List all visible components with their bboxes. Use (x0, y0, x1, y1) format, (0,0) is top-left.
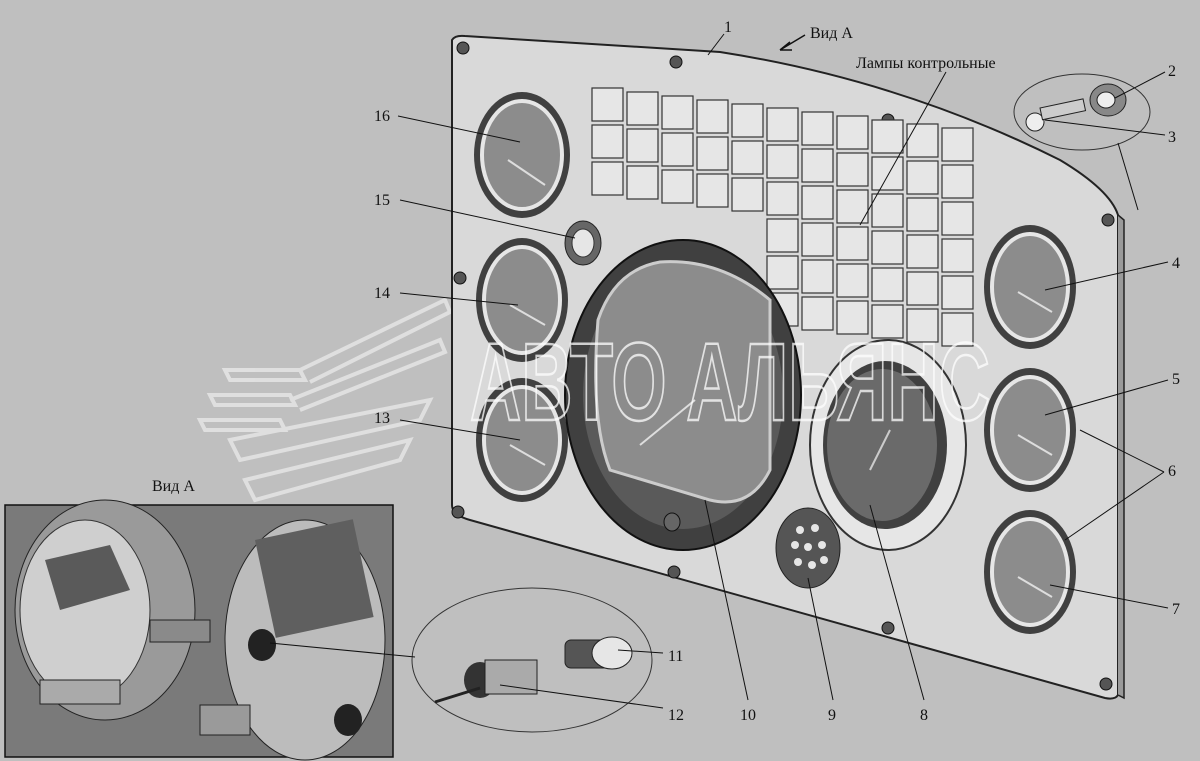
gauge-14 (476, 238, 568, 362)
control-lamp (941, 238, 974, 273)
control-lamp (696, 99, 729, 134)
callout-7: 7 (1172, 601, 1180, 618)
control-lamp (836, 226, 869, 261)
control-lamp (906, 160, 939, 195)
control-lamp (801, 222, 834, 257)
screw (1099, 677, 1113, 691)
control-lamp (906, 197, 939, 232)
gauge-7 (984, 510, 1076, 634)
control-lamps-grid (591, 87, 974, 347)
control-lamp (906, 271, 939, 306)
callout-6: 6 (1168, 463, 1176, 480)
control-lamp (591, 124, 624, 159)
control-lamp (766, 107, 799, 142)
callout-10: 10 (740, 707, 756, 724)
control-lamp (941, 164, 974, 199)
control-lamp (661, 132, 694, 167)
control-lamp (801, 148, 834, 183)
callout-9: 9 (828, 707, 836, 724)
panel-edge (1117, 214, 1125, 700)
control-lamp (906, 234, 939, 269)
callout-2: 2 (1168, 63, 1176, 80)
screw (453, 271, 467, 285)
gauge-4 (984, 225, 1076, 349)
control-lamp (836, 263, 869, 298)
control-lamp (731, 140, 764, 175)
speedometer-10 (564, 239, 802, 551)
control-lamp (626, 165, 659, 200)
control-lamp (871, 119, 904, 154)
control-lamp (766, 255, 799, 290)
control-lamp (661, 169, 694, 204)
screw (669, 55, 683, 69)
control-lamp (871, 156, 904, 191)
gauge-13 (476, 378, 568, 502)
control-lamp (661, 95, 694, 130)
control-lamp (591, 161, 624, 196)
control-lamp (941, 127, 974, 162)
callout-14: 14 (374, 285, 390, 302)
leader-lines (269, 33, 1169, 709)
control-lamp (801, 259, 834, 294)
control-lamp (941, 275, 974, 310)
control-lamp (626, 91, 659, 126)
view-arrow (779, 34, 806, 51)
control-lamp (836, 115, 869, 150)
view-a-label-inset: Вид А (152, 478, 195, 495)
control-lamp (696, 173, 729, 208)
screw (456, 41, 470, 55)
callout-13: 13 (374, 410, 390, 427)
control-lamp (941, 201, 974, 236)
screw (451, 505, 465, 519)
control-lamp (766, 181, 799, 216)
callout-1: 1 (724, 19, 732, 36)
control-lamp (836, 300, 869, 335)
screw (881, 621, 895, 635)
callout-8: 8 (920, 707, 928, 724)
control-lamp (836, 152, 869, 187)
control-lamp (801, 296, 834, 331)
inset-view-a (4, 499, 394, 761)
callout-5: 5 (1172, 371, 1180, 388)
control-lamps-label: Лампы контрольные (856, 55, 996, 72)
view-a-label-top: Вид А (810, 25, 853, 42)
control-lamp (871, 267, 904, 302)
watermark-text: АВТО АЛЬЯНС (470, 321, 990, 444)
control-lamp (941, 312, 974, 347)
control-lamp (906, 308, 939, 343)
control-lamp (871, 304, 904, 339)
screw (1101, 213, 1115, 227)
control-lamp (871, 193, 904, 228)
callout-16: 16 (374, 108, 390, 125)
control-lamp (626, 128, 659, 163)
indicator-lamp-15 (564, 220, 602, 266)
watermark-logo (196, 297, 453, 503)
control-lamp (591, 87, 624, 122)
control-lamp (801, 185, 834, 220)
screw (667, 565, 681, 579)
callout-11: 11 (668, 648, 683, 665)
buzzer-grille-9 (775, 507, 841, 589)
labels: Вид А Лампы контрольные Вид А 1 2 3 4 5 … (152, 19, 1180, 724)
detail-screw-bushing (1013, 73, 1151, 151)
callout-4: 4 (1172, 255, 1180, 272)
control-lamp (766, 218, 799, 253)
control-lamp (906, 123, 939, 158)
control-lamp (731, 177, 764, 212)
control-lamp (731, 103, 764, 138)
callout-15: 15 (374, 192, 390, 209)
callout-3: 3 (1168, 129, 1176, 146)
control-lamp (766, 144, 799, 179)
control-lamp (871, 230, 904, 265)
gauge-5 (984, 368, 1076, 492)
tachometer-8 (809, 339, 967, 551)
gauge-16 (474, 92, 570, 218)
control-lamp (836, 189, 869, 224)
detail-lamp-socket (411, 587, 653, 733)
callout-12: 12 (668, 707, 684, 724)
control-lamp (696, 136, 729, 171)
control-lamp (801, 111, 834, 146)
